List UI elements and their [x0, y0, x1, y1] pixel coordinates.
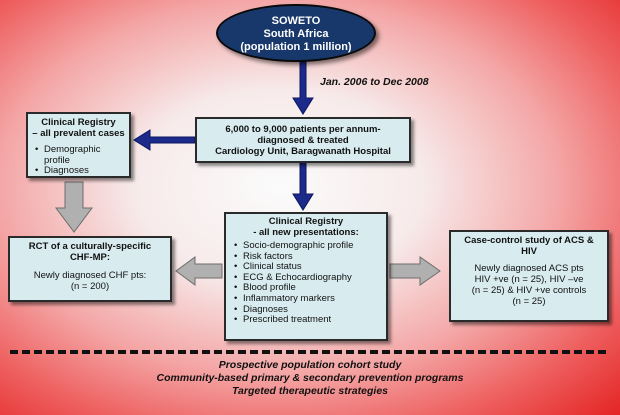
- new-registry-title-2: - all new presentations:: [253, 227, 359, 238]
- case-control-box: Case-control study of ACS & HIV Newly di…: [449, 230, 609, 322]
- footer-line-1: Prospective population cohort study: [218, 359, 402, 371]
- patients-line-3: Cardiology Unit, Baragwanath Hospital: [215, 146, 391, 157]
- new-registry-item: Diagnoses: [234, 304, 381, 316]
- prevalent-registry-box: Clinical Registry – all prevalent cases …: [26, 112, 131, 178]
- new-registry-item: Risk factors: [234, 251, 381, 263]
- rct-body-1: Newly diagnosed CHF pts:: [33, 270, 147, 281]
- left-arrow-main-to-rct: [175, 256, 223, 286]
- new-registry-item: Blood profile: [234, 283, 381, 294]
- prevalent-registry-list: Demographic profile Diagnoses: [32, 144, 125, 177]
- prevalent-registry-title-1: Clinical Registry: [41, 117, 116, 128]
- new-registry-item: Inflammatory markers: [234, 293, 381, 305]
- new-registry-item: Prescribed treatment: [234, 315, 381, 326]
- new-registry-title-1: Clinical Registry: [268, 216, 344, 227]
- right-arrow-main-to-case-control: [389, 256, 441, 286]
- down-arrow-registry-to-rct: [55, 181, 93, 233]
- dashed-divider: [10, 350, 606, 354]
- footer-line-2: Community-based primary & secondary prev…: [156, 372, 464, 384]
- ellipse-line-2: South Africa: [263, 28, 329, 40]
- rct-title-1: RCT of a culturally-specific: [28, 241, 152, 252]
- new-registry-item: Clinical status: [234, 262, 381, 273]
- case-control-title-1: Case-control study of ACS &: [464, 235, 594, 246]
- left-arrow-center-to-registry: [133, 129, 196, 151]
- ellipse-line-1: SOWETO: [271, 15, 321, 27]
- case-control-body-3: (n = 25) & HIV +ve controls: [471, 285, 587, 296]
- ellipse-line-3: (population 1 million): [240, 41, 352, 53]
- new-registry-item: Socio-demographic profile: [234, 240, 381, 252]
- prevalent-registry-item: Diagnoses: [35, 166, 125, 177]
- patients-box: 6,000 to 9,000 patients per annum- diagn…: [195, 117, 411, 163]
- case-control-title-2: HIV: [521, 246, 537, 257]
- footer-text: Prospective population cohort study Comm…: [0, 359, 620, 398]
- new-presentations-registry-box: Clinical Registry - all new presentation…: [224, 212, 388, 341]
- patients-line-2: diagnosed & treated: [257, 135, 349, 146]
- new-registry-item: ECG & Echocardiography: [234, 272, 381, 284]
- rct-body-2: (n = 200): [70, 281, 110, 292]
- case-control-body-4: (n = 25): [512, 296, 546, 307]
- case-control-body-2: HIV +ve (n = 25), HIV –ve: [474, 274, 584, 285]
- new-registry-list: Socio-demographic profile Risk factors C…: [231, 240, 381, 326]
- rct-box: RCT of a culturally-specific CHF-MP: New…: [8, 236, 172, 302]
- case-control-body-1: Newly diagnosed ACS pts: [474, 263, 584, 274]
- down-arrow-center-to-main-registry: [292, 162, 314, 211]
- down-arrow-ellipse-to-center: [292, 61, 314, 115]
- soweto-ellipse: SOWETO South Africa (population 1 millio…: [216, 4, 376, 62]
- prevalent-registry-item: Demographic profile: [35, 144, 125, 166]
- date-range-label: Jan. 2006 to Dec 2008: [320, 76, 429, 88]
- rct-title-2: CHF-MP:: [69, 252, 111, 263]
- prevalent-registry-title-2: – all prevalent cases: [32, 128, 125, 139]
- patients-line-1: 6,000 to 9,000 patients per annum-: [225, 124, 381, 135]
- footer-line-3: Targeted therapeutic strategies: [232, 385, 388, 397]
